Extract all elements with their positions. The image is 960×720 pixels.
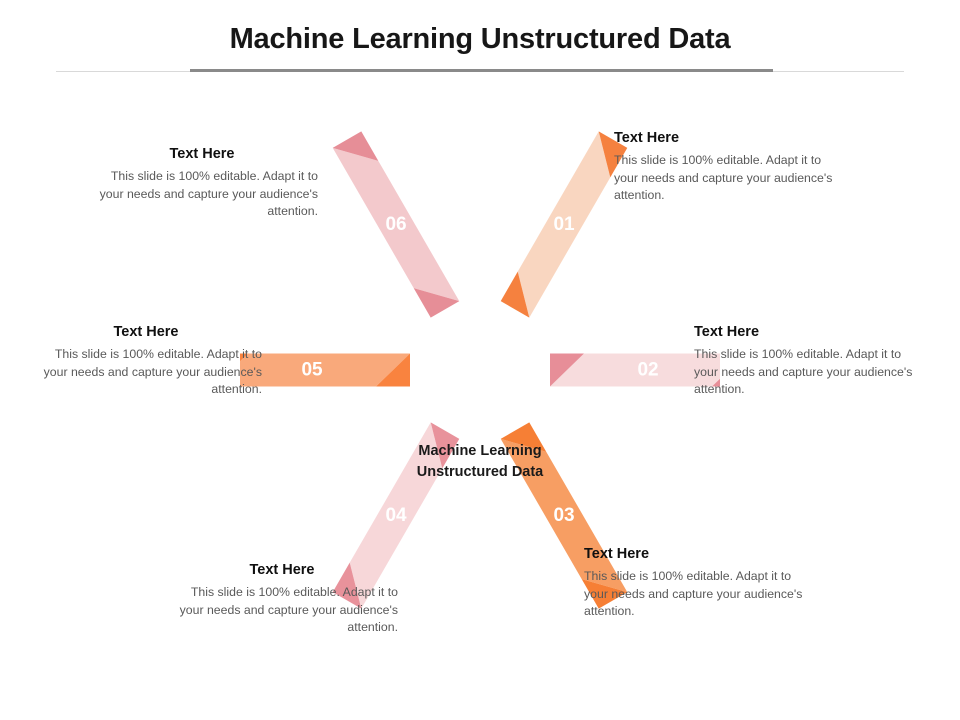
text-block-05-heading: Text Here bbox=[113, 324, 179, 340]
hex-segment-05[interactable]: 05 bbox=[240, 353, 410, 387]
hex-segment-05-number: 05 bbox=[301, 360, 323, 381]
text-block-02-heading: Text Here bbox=[694, 324, 760, 340]
text-block-04: Text Here This slide is 100% editable. A… bbox=[166, 562, 398, 637]
hex-segment-01-cap-end bbox=[598, 131, 628, 178]
hex-segment-04-number: 04 bbox=[385, 505, 407, 526]
text-block-03-heading: Text Here bbox=[584, 546, 650, 562]
hex-segment-03-cap-start bbox=[500, 422, 547, 452]
hex-segment-05-body bbox=[240, 353, 410, 387]
text-block-06-body: This slide is 100% editable. Adapt it to… bbox=[99, 169, 318, 219]
hex-segment-06-cap-start bbox=[413, 288, 460, 318]
hex-segment-01[interactable]: 01 bbox=[500, 131, 628, 318]
hex-segment-04-cap-start bbox=[430, 422, 460, 469]
hex-segment-01-cap-start bbox=[500, 271, 530, 318]
hex-segment-01-number: 01 bbox=[553, 214, 575, 235]
hex-segment-05-cap-start bbox=[376, 353, 410, 387]
hex-segment-03-cap-end bbox=[581, 579, 628, 609]
hexagon-segments-svg: 01 02 03 04 05 06 bbox=[240, 131, 720, 609]
hex-segment-02-body bbox=[550, 353, 720, 387]
text-block-01-heading: Text Here bbox=[614, 130, 680, 146]
text-block-04-body: This slide is 100% editable. Adapt it to… bbox=[179, 585, 398, 635]
hex-segment-03-body bbox=[500, 438, 628, 593]
hex-segment-04[interactable]: 04 bbox=[332, 422, 460, 609]
text-block-01-body: This slide is 100% editable. Adapt it to… bbox=[614, 153, 833, 203]
text-block-06: Text Here This slide is 100% editable. A… bbox=[86, 146, 318, 221]
center-label-line1: Machine Learning bbox=[418, 443, 542, 459]
title-divider-dark bbox=[190, 69, 773, 72]
text-block-02: Text Here This slide is 100% editable. A… bbox=[694, 324, 926, 399]
hex-segment-04-body bbox=[349, 422, 443, 609]
hex-segment-06-number: 06 bbox=[385, 214, 406, 235]
hex-segment-02-number: 02 bbox=[637, 360, 658, 381]
center-label: Machine Learning Unstructured Data bbox=[380, 441, 580, 483]
hex-segment-06-body bbox=[332, 147, 460, 302]
text-block-05-body: This slide is 100% editable. Adapt it to… bbox=[43, 347, 262, 397]
hex-segment-06-cap-end bbox=[332, 131, 379, 161]
hex-segment-03-number: 03 bbox=[553, 505, 574, 526]
text-block-03: Text Here This slide is 100% editable. A… bbox=[584, 546, 816, 621]
text-block-03-body: This slide is 100% editable. Adapt it to… bbox=[584, 569, 803, 619]
page-title: Machine Learning Unstructured Data bbox=[229, 23, 731, 55]
hex-segment-01-body bbox=[517, 131, 611, 318]
hex-segment-02[interactable]: 02 bbox=[550, 353, 720, 387]
hexagon-cycle-diagram: 01 02 03 04 05 06 Machine Learning Unstructur… bbox=[0, 86, 960, 686]
hex-segment-04-cap-end bbox=[332, 562, 362, 609]
hex-segment-06[interactable]: 06 bbox=[332, 131, 460, 318]
text-block-05: Text Here This slide is 100% editable. A… bbox=[30, 324, 262, 399]
hex-segment-02-cap-start bbox=[550, 353, 584, 387]
hex-segment-03[interactable]: 03 bbox=[500, 422, 628, 609]
text-block-06-heading: Text Here bbox=[169, 146, 235, 162]
text-block-01: Text Here This slide is 100% editable. A… bbox=[614, 130, 846, 205]
center-label-line2: Unstructured Data bbox=[416, 464, 544, 481]
text-block-04-heading: Text Here bbox=[249, 562, 315, 578]
text-block-02-body: This slide is 100% editable. Adapt it to… bbox=[694, 347, 913, 397]
